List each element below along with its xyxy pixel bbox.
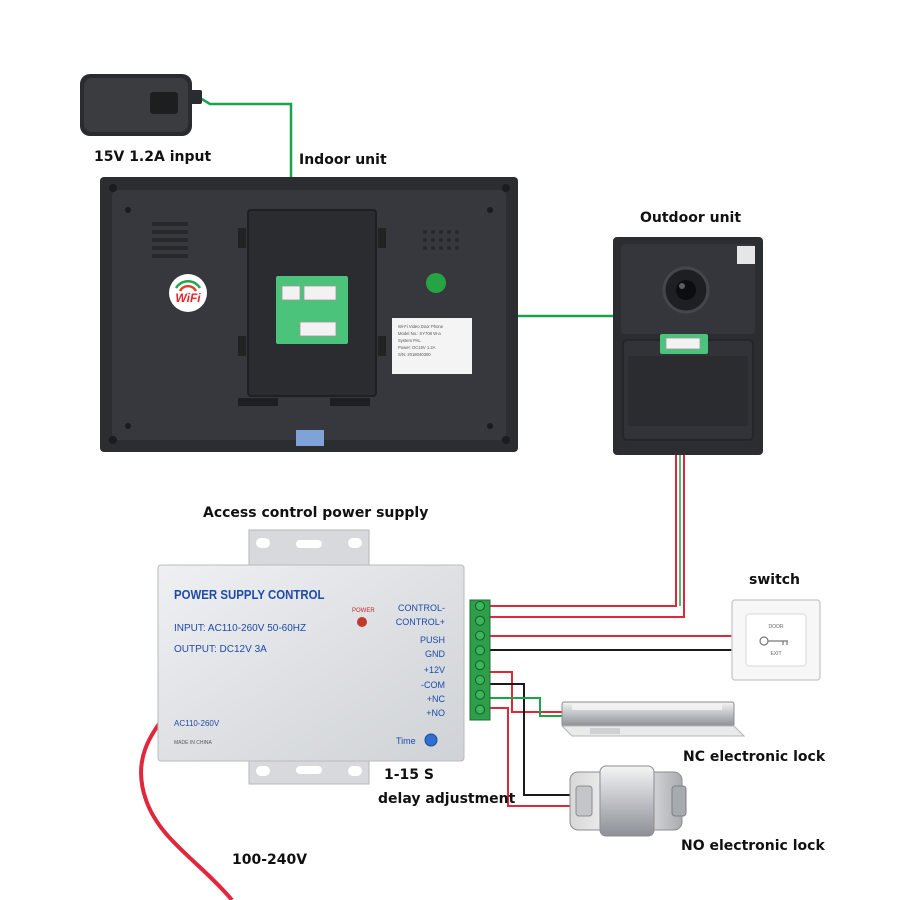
time-knob: [424, 733, 438, 747]
access-control-psu-label: Access control power supply: [203, 505, 429, 521]
psu-output: OUTPUT: DC12V 3A: [174, 644, 267, 655]
psu-ac-label: AC110-260V: [174, 719, 220, 728]
speaker-grille: [152, 222, 188, 258]
outdoor-unit: [613, 237, 763, 455]
psu-title: POWER SUPPLY CONTROL: [174, 587, 325, 602]
wire-12v: [490, 671, 566, 713]
wifi-badge-text: WiFi: [175, 291, 201, 305]
terminal-label: +12V: [424, 665, 445, 675]
psu-time-label: Time: [396, 736, 416, 746]
exit-switch: DOOR EXIT: [731, 599, 821, 681]
sticker-line: S/N: 2018040300: [398, 352, 431, 357]
terminal-screw: [475, 645, 485, 656]
sticker-line: System PAL: [398, 338, 421, 343]
terminal-label: PUSH: [420, 635, 445, 645]
terminal-screw: [475, 675, 485, 685]
terminal-label: -COM: [421, 680, 445, 690]
wifi-badge: WiFi: [169, 274, 207, 312]
psu-made-in: MADE IN CHINA: [174, 740, 212, 746]
key-icon: [759, 636, 788, 646]
indoor-unit-label: Indoor unit: [299, 152, 387, 168]
no-lock-label: NO electronic lock: [681, 838, 825, 854]
sticker-line: Power: DC15V 1.2A: [398, 345, 436, 350]
adapter-input-label: 15V 1.2A input: [94, 149, 212, 165]
indoor-sticker: [392, 318, 472, 374]
exit-switch-door: DOOR: [769, 624, 784, 630]
terminal-label: +NC: [427, 694, 446, 704]
delay-adjustment-label: delay adjustment: [378, 791, 516, 807]
terminal-screw: [475, 689, 485, 700]
power-led: [357, 617, 367, 627]
wire-com: [490, 683, 572, 796]
nc-magnetic-lock: [560, 701, 746, 737]
terminal-screw: [475, 615, 485, 626]
terminal-screw: [475, 630, 485, 641]
terminal-label: CONTROL-: [398, 603, 445, 613]
psu-power-led-label: POWER: [352, 608, 375, 614]
mic-grille: [423, 230, 459, 250]
terminal-block: [469, 599, 491, 721]
green-sticker: [426, 273, 446, 293]
sticker-line: Model No.: SY708 W-a: [398, 331, 441, 336]
terminal-screw: [475, 660, 485, 671]
wire-no: [490, 707, 572, 807]
delay-range-label: 1-15 S: [384, 767, 434, 783]
wire-mains: [139, 710, 234, 900]
sticker-line: Wi-Fi Video Door Phone: [398, 324, 444, 329]
terminal-screw: [475, 601, 485, 611]
power-adapter: [80, 74, 202, 136]
outdoor-unit-label: Outdoor unit: [640, 210, 742, 226]
exit-switch-exit: EXIT: [770, 651, 781, 657]
no-electric-lock: [569, 765, 687, 837]
psu-input: INPUT: AC110-260V 50-60HZ: [174, 623, 306, 634]
mains-voltage-label: 100-240V: [232, 852, 308, 868]
terminal-label: +NO: [426, 708, 445, 718]
terminal-label: CONTROL+: [396, 617, 445, 627]
access-control-power-supply: POWER SUPPLY CONTROL INPUT: AC110-260V 5…: [157, 529, 491, 785]
wire-nc: [490, 697, 566, 717]
nc-lock-label: NC electronic lock: [683, 749, 826, 765]
switch-label: switch: [749, 572, 801, 588]
terminal-label: GND: [425, 649, 446, 659]
terminal-screw: [475, 704, 485, 715]
